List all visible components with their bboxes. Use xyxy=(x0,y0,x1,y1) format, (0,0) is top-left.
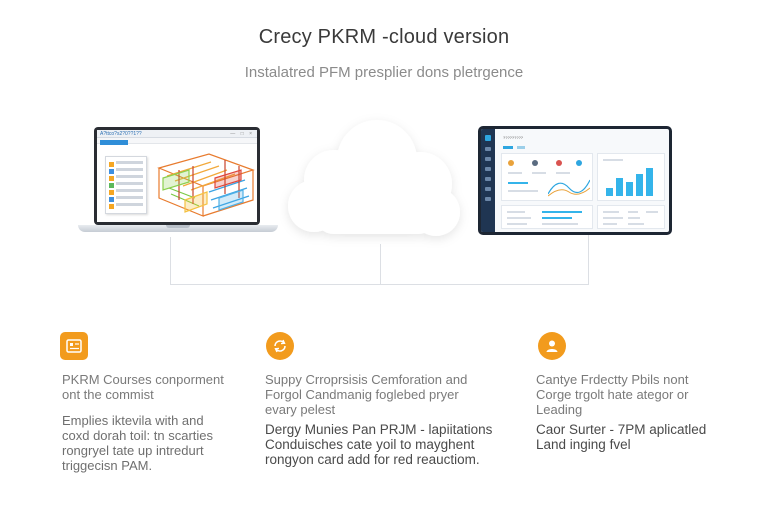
bim-model-image xyxy=(157,153,255,217)
feature-3-heading: Cantye Frdectty Pbils nont Corge trgolt … xyxy=(536,372,689,417)
laptop-properties-panel xyxy=(105,156,147,214)
laptop-base xyxy=(78,225,278,232)
connector-horizontal xyxy=(170,284,588,285)
sidebar-nav-icon[interactable] xyxy=(485,157,491,161)
tablet-device: ????????? xyxy=(478,126,672,235)
laptop-screen: A?ttco?s2?0??1?? — □ × xyxy=(94,127,260,225)
laptop-window-title: A?ttco?s2?0??1?? xyxy=(100,131,142,137)
feature-2-body: Dergy Munies Pan PRJM - lapiitations Con… xyxy=(265,422,493,467)
tablet-card-kpis xyxy=(501,153,593,201)
tablet-app-title: ????????? xyxy=(503,135,524,140)
page-subtitle: Instalatred PFM presplier dons pletrgenc… xyxy=(244,64,524,81)
laptop-window-bar: A?ttco?s2?0??1?? — □ × xyxy=(97,130,257,138)
cloud-icon xyxy=(280,108,470,248)
dashboard-icon xyxy=(60,332,88,360)
connector-left xyxy=(170,237,171,285)
tablet-card-table xyxy=(501,205,593,229)
feature-1-heading: PKRM Courses conporment ont the commist xyxy=(62,372,224,402)
sidebar-nav-icon[interactable] xyxy=(485,167,491,171)
feature-2-heading: Suppy Crroprsisis Cemforation and Forgol… xyxy=(265,372,468,417)
feature-3-body: Caor Surter - 7PM aplicatled Land inging… xyxy=(536,422,707,452)
laptop-device: A?ttco?s2?0??1?? — □ × xyxy=(78,127,278,237)
window-controls-icon[interactable]: — □ × xyxy=(230,131,254,137)
sidebar-logo-icon[interactable] xyxy=(485,135,491,141)
connector-right xyxy=(588,235,589,285)
user-icon xyxy=(538,332,566,360)
sync-icon xyxy=(266,332,294,360)
page-title: Crecy PKRM -cloud version xyxy=(258,26,510,48)
tablet-card-barchart xyxy=(597,153,665,201)
sidebar-nav-icon[interactable] xyxy=(485,197,491,201)
sidebar-nav-icon[interactable] xyxy=(485,187,491,191)
tablet-sidebar xyxy=(481,129,495,232)
feature-1-body: Emplies iktevila with and coxd dorah toi… xyxy=(62,413,214,473)
tablet-tab[interactable] xyxy=(503,146,513,149)
connector-center xyxy=(380,244,381,285)
tablet-dashboard: ????????? xyxy=(481,129,669,232)
laptop-toolbar xyxy=(97,138,257,144)
sidebar-nav-icon[interactable] xyxy=(485,177,491,181)
laptop-active-tab[interactable] xyxy=(100,140,128,145)
sidebar-nav-icon[interactable] xyxy=(485,147,491,151)
tablet-card-list xyxy=(597,205,665,229)
tablet-tab[interactable] xyxy=(517,146,525,149)
